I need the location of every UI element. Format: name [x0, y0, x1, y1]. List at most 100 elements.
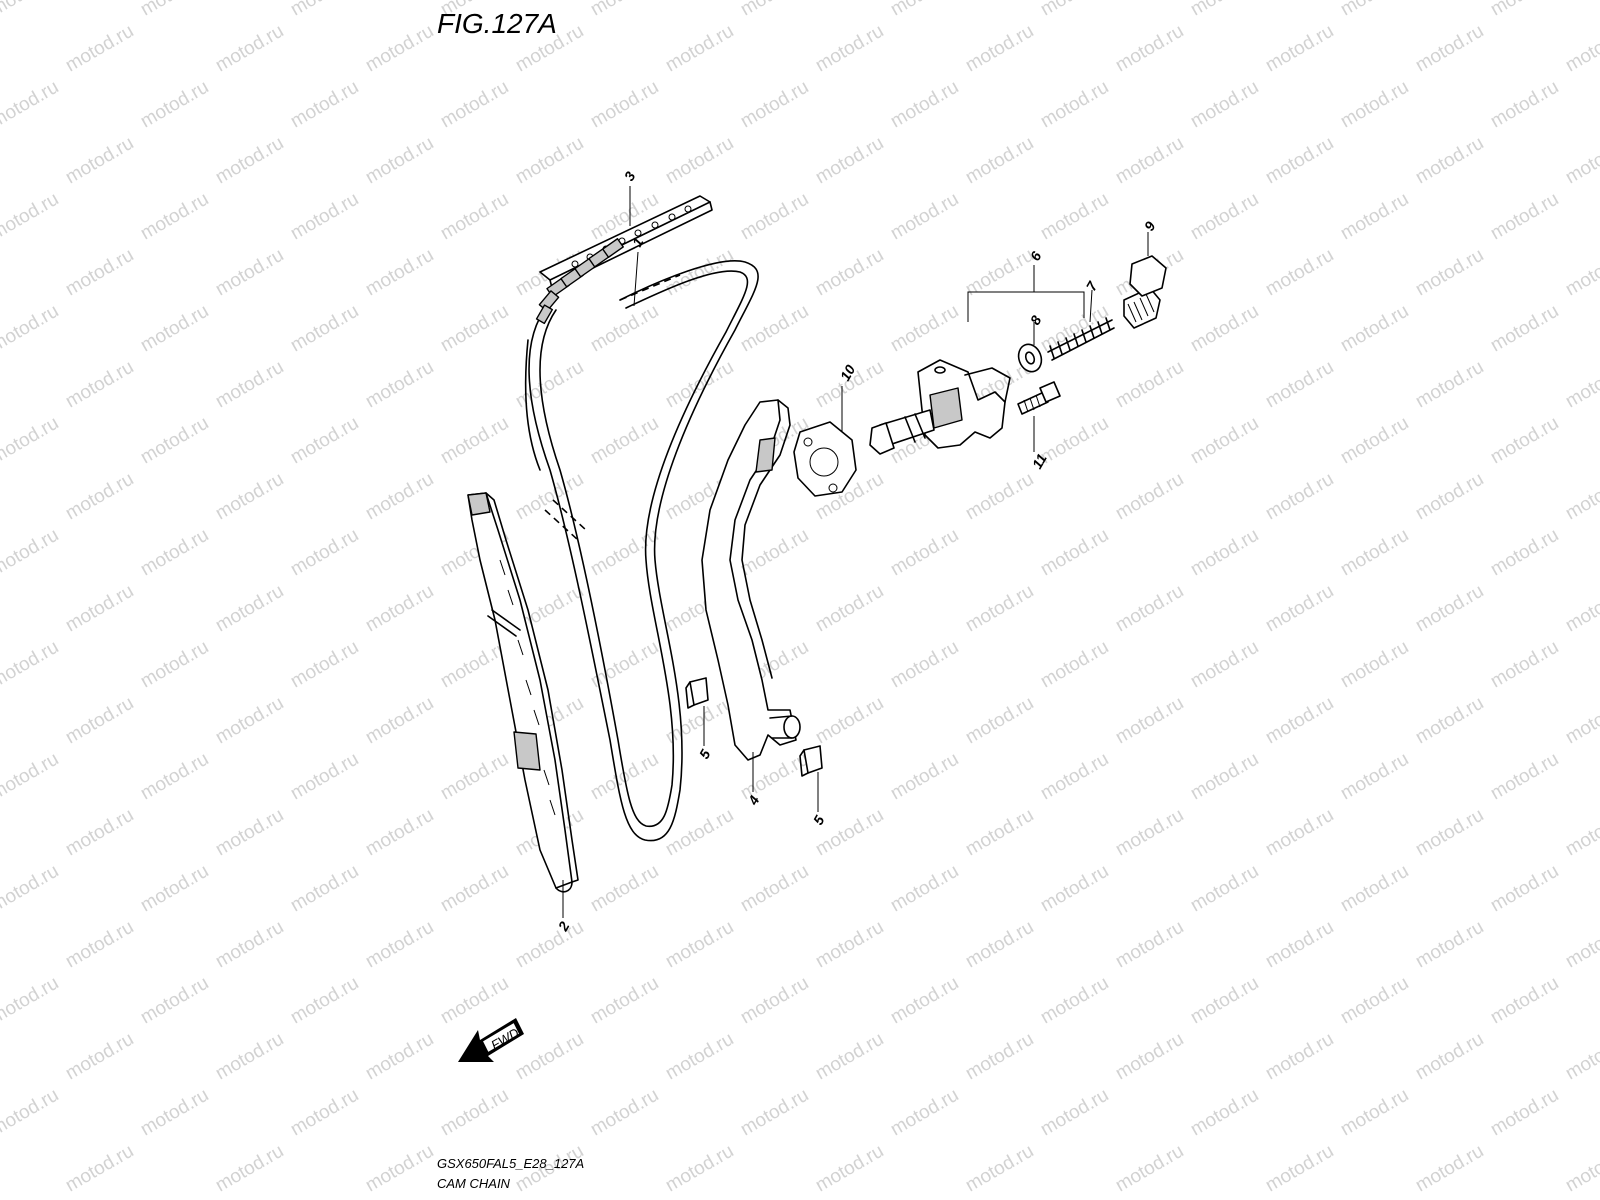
watermark-text: motod.ru [287, 1197, 362, 1200]
watermark-text: motod.ru [0, 637, 62, 693]
watermark-text: motod.ru [812, 1141, 887, 1197]
callout-10: 10 [837, 362, 859, 384]
watermark-text: motod.ru [1412, 805, 1487, 861]
watermark-text: motod.ru [587, 413, 662, 469]
watermark-text: motod.ru [1412, 1141, 1487, 1197]
watermark-text: motod.ru [887, 749, 962, 805]
watermark-text: motod.ru [212, 581, 287, 637]
watermark-text: motod.ru [62, 917, 137, 973]
part-10-gasket [793, 421, 857, 497]
watermark-text: motod.ru [1037, 77, 1112, 133]
watermark-text: motod.ru [287, 413, 362, 469]
watermark-text: motod.ru [212, 1029, 287, 1085]
watermark-text: motod.ru [1187, 301, 1262, 357]
watermark-text: motod.ru [1337, 189, 1412, 245]
watermark-text: motod.ru [0, 1197, 62, 1200]
watermark-text: motod.ru [1112, 357, 1187, 413]
watermark-text: motod.ru [0, 749, 62, 805]
watermark-text: motod.ru [1412, 469, 1487, 525]
callout-11: 11 [1029, 451, 1050, 472]
watermark-text: motod.ru [587, 1197, 662, 1200]
watermark-text: motod.ru [962, 581, 1037, 637]
watermark-text: motod.ru [512, 133, 587, 189]
watermark-text: motod.ru [1262, 245, 1337, 301]
fwd-direction-badge: FWD [458, 1018, 524, 1062]
callout-leaders [562, 186, 1149, 918]
watermark-text: motod.ru [1262, 1141, 1337, 1197]
figure-title: FIG.127A [437, 8, 557, 39]
watermark-text: motod.ru [362, 245, 437, 301]
watermark-text: motod.ru [362, 21, 437, 77]
watermark-text: motod.ru [887, 973, 962, 1029]
watermark-text: motod.ru [812, 245, 887, 301]
watermark-text: motod.ru [287, 973, 362, 1029]
part-9-cap-bolt [1123, 255, 1167, 329]
chain-links [535, 238, 624, 325]
watermark-text: motod.ru [0, 77, 62, 133]
watermark-text: motod.ru [137, 301, 212, 357]
watermark-text: motod.ru [437, 77, 512, 133]
watermark-text: motod.ru [362, 357, 437, 413]
watermark-text: motod.ru [1187, 1197, 1262, 1200]
watermark-text: motod.ru [137, 1085, 212, 1141]
watermark-text: motod.ru [1412, 133, 1487, 189]
watermark-text: motod.ru [1337, 1085, 1412, 1141]
watermark-text: motod.ru [212, 917, 287, 973]
watermark-text: motod.ru [287, 189, 362, 245]
watermark-text: motod.ru [662, 805, 737, 861]
watermark-text: motod.ru [812, 805, 887, 861]
watermark-text: motod.ru [1562, 357, 1600, 413]
watermark-text: motod.ru [137, 189, 212, 245]
watermark-text: motod.ru [1337, 1197, 1412, 1200]
callout-5b: 5 [810, 813, 828, 828]
watermark-text: motod.ru [887, 0, 962, 20]
callout-9: 9 [1141, 219, 1159, 234]
watermark-text: motod.ru [887, 861, 962, 917]
watermark-text: motod.ru [1037, 189, 1112, 245]
watermark-text: motod.ru [362, 133, 437, 189]
watermark-text: motod.ru [512, 1029, 587, 1085]
watermark-text: motod.ru [587, 1085, 662, 1141]
watermark-text: motod.ru [1187, 189, 1262, 245]
watermark-text: motod.ru [1112, 469, 1187, 525]
watermark-text: motod.ru [587, 861, 662, 917]
watermark-text: motod.ru [962, 21, 1037, 77]
watermark-text: motod.ru [287, 861, 362, 917]
watermark-text: motod.ru [137, 525, 212, 581]
watermark-text: motod.ru [1562, 245, 1600, 301]
watermark-text: motod.ru [962, 805, 1037, 861]
watermark-text: motod.ru [1487, 413, 1562, 469]
watermark-text: motod.ru [1262, 917, 1337, 973]
watermark-text: motod.ru [287, 749, 362, 805]
watermark-text: motod.ru [137, 973, 212, 1029]
watermark-text: motod.ru [1487, 525, 1562, 581]
watermark-text: motod.ru [1337, 0, 1412, 20]
watermark-text: motod.ru [1337, 973, 1412, 1029]
watermark-text: motod.ru [1487, 0, 1562, 20]
watermark-text: motod.ru [437, 1085, 512, 1141]
watermark-text: motod.ru [962, 469, 1037, 525]
watermark-text: motod.ru [812, 21, 887, 77]
watermark-text: motod.ru [587, 973, 662, 1029]
watermark-text: motod.ru [362, 1029, 437, 1085]
watermark-text: motod.ru [1262, 21, 1337, 77]
watermark-text: motod.ru [737, 1197, 812, 1200]
watermark-text: motod.ru [737, 301, 812, 357]
part-1-cam-chain [524, 238, 759, 842]
watermark-text: motod.ru [887, 525, 962, 581]
part-5-cushion-b [799, 745, 823, 777]
watermark-text: motod.ru [0, 413, 62, 469]
watermark-text: motod.ru [512, 469, 587, 525]
watermark-text: motod.ru [0, 0, 62, 20]
watermark-text: motod.ru [812, 581, 887, 637]
watermark-text: motod.ru [1412, 1029, 1487, 1085]
watermark-text: motod.ru [1112, 1141, 1187, 1197]
watermark-text: motod.ru [362, 693, 437, 749]
watermark-text: motod.ru [1562, 1029, 1600, 1085]
watermark-text: motod.ru [962, 1029, 1037, 1085]
watermark-text: motod.ru [362, 917, 437, 973]
watermark-text: motod.ru [1262, 1029, 1337, 1085]
watermark-text: motod.ru [1487, 749, 1562, 805]
watermark-text: motod.ru [62, 1029, 137, 1085]
watermark-text: motod.ru [1187, 637, 1262, 693]
